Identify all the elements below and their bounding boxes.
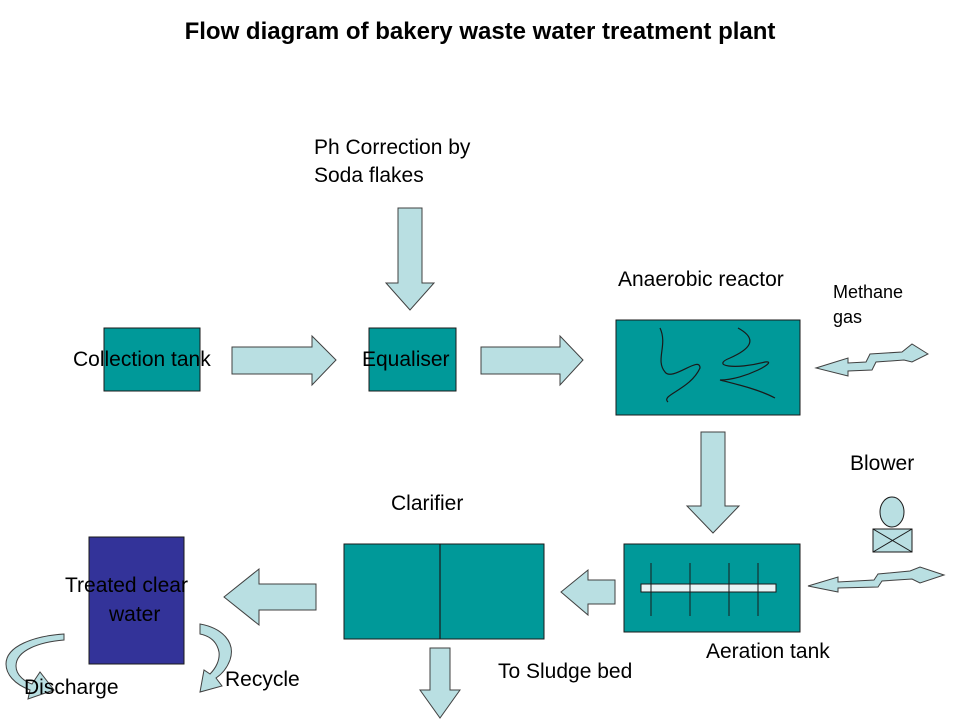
equaliser-box <box>368 327 457 392</box>
equaliser-label: Equaliser <box>362 348 450 371</box>
blower-label: Blower <box>850 452 915 475</box>
clarifier-box <box>343 543 545 640</box>
ph-correction-label-line2: Soda flakes <box>314 164 424 187</box>
recycle-label: Recycle <box>225 668 300 691</box>
arrow-ph-dosing-down <box>384 207 436 311</box>
aeration-diffuser-pipe <box>640 583 777 593</box>
ph-correction-label-line1: Ph Correction by <box>314 136 471 159</box>
methane-gas-label-line2: gas <box>833 307 863 327</box>
treated-water-box <box>88 536 185 665</box>
blower-icon-cross-b <box>872 528 913 553</box>
treated-water-label-line2: water <box>109 603 161 626</box>
anaerobic-squiggle-left <box>659 327 701 403</box>
clarifier-label: Clarifier <box>391 492 464 515</box>
collection-tank-box <box>103 327 201 392</box>
arrow-clarifier-to-treated <box>223 567 317 627</box>
blower-icon-head <box>879 496 905 528</box>
arrow-equaliser-to-reactor <box>480 334 584 387</box>
to-sludge-bed-label: To Sludge bed <box>498 660 633 683</box>
arrow-aeration-to-clarifier <box>560 568 616 617</box>
treated-water-label-line1: Treated clear <box>65 574 188 597</box>
collection-tank-label: Collection tank <box>73 348 211 371</box>
arrow-clarifier-to-sludge <box>419 647 461 719</box>
discharge-label: Discharge <box>24 676 119 699</box>
air-inlet-arrow-icon <box>807 566 946 593</box>
anaerobic-reactor-label: Anaerobic reactor <box>618 268 784 291</box>
diagram-title: Flow diagram of bakery waste water treat… <box>184 18 776 45</box>
anaerobic-reactor-box <box>615 319 801 416</box>
methane-gas-label-line1: Methane <box>833 282 904 302</box>
arrow-collection-to-equaliser <box>231 334 337 387</box>
discharge-curved-arrow-icon <box>5 633 65 700</box>
recycle-curved-arrow-icon <box>199 623 232 693</box>
aeration-tank-label: Aeration tank <box>706 640 830 663</box>
methane-outlet-arrow-icon <box>814 343 930 377</box>
anaerobic-squiggle-right <box>719 327 776 399</box>
arrow-reactor-to-aeration <box>685 431 741 534</box>
